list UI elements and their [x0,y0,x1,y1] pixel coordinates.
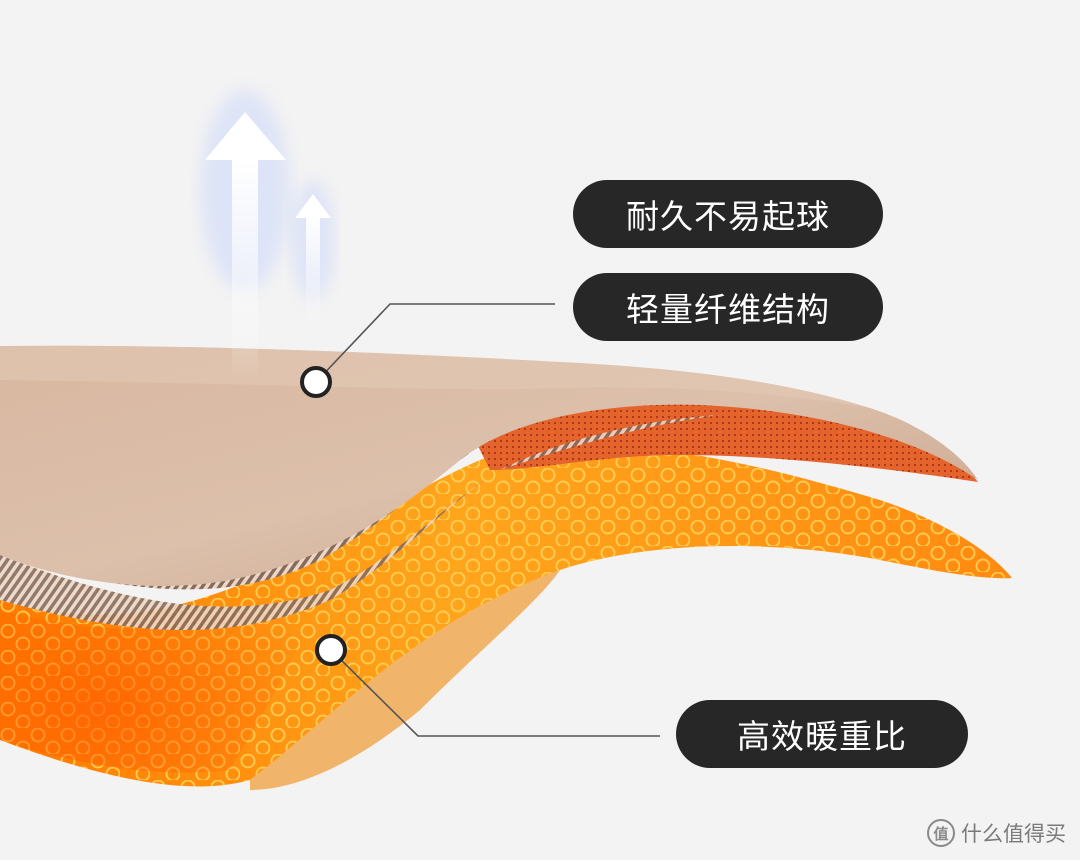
watermark-text: 什么值得买 [961,822,1066,846]
watermark: 值 什么值得买 [927,818,1066,848]
callout-lines [315,303,660,737]
feature-label-durable: 耐久不易起球 [573,180,883,248]
feature-label-lightweight: 轻量纤维结构 [573,273,883,341]
warm-air-arrow-small-icon [291,180,335,326]
warm-air-arrow-icon [200,90,290,380]
feature-label-warmth-ratio: 高效暖重比 [676,700,968,768]
zhi-logo-icon: 值 [927,819,955,847]
callout-dot-icon [300,366,347,666]
outer-fabric-layer [0,345,978,630]
